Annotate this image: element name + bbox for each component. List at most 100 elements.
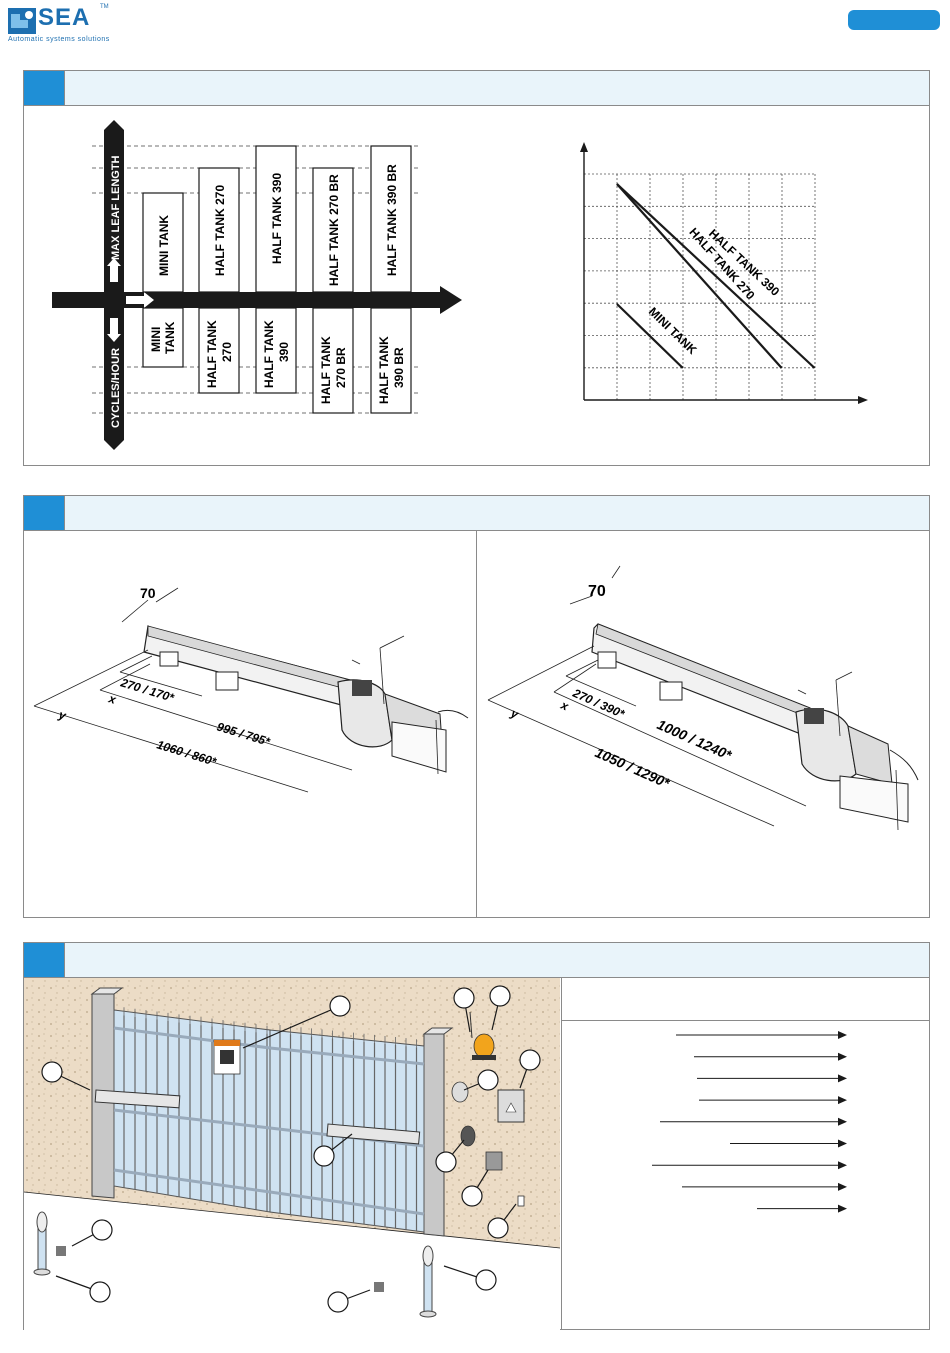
callout-circle [461,1185,483,1207]
section-number-badge [24,71,65,105]
operator-drawing-right: 70 270 / 390* x y 1000 / 1240* 1050 / 12… [487,565,919,831]
switch-icon [517,1195,525,1207]
cable [437,709,469,719]
bar-label: HALF TANK [377,336,391,404]
up-arrow-head [104,120,124,140]
arrow-right-icon [838,1182,847,1191]
bar-half-tank-270-br [312,167,354,293]
bar-label: HALF TANK 270 BR [327,174,341,286]
bar-label: HALF TANK [319,336,333,404]
sea-logo [8,6,118,46]
arrow-right-icon [838,1031,847,1039]
reflector-icon [374,1282,384,1292]
flashing-light-icon [473,1033,495,1059]
bar-mini-tank-cycles [142,307,184,368]
bar-label: 270 [220,342,234,362]
gate-operator-right [326,1123,421,1145]
brand-name: SEA [38,4,91,31]
width-dimension: 70 [140,585,156,601]
callout-circle [435,1151,457,1173]
arrow-right-icon [838,1139,847,1148]
horizontal-arrow [52,286,462,314]
arrow-right-icon [838,1161,847,1170]
callout-circle [477,1069,499,1091]
bar-half-tank-390-cycles [255,307,297,394]
cable [889,749,919,781]
bar-label: 390 BR [392,347,406,388]
bar-half-tank-270-cycles [198,307,240,394]
bar-label: 270 BR [334,347,348,388]
bar-label: MINI [149,327,163,352]
photocell-icon [451,1081,469,1103]
bar-half-tank-390-br-cycles [370,307,412,414]
arrow-right-icon [838,1117,847,1126]
operator-drawing-left: 70 270 / 170* x y 995 / 795* 1060 / 860* [33,585,469,793]
bar-label: HALF TANK [205,320,219,388]
callout-circle [327,1291,349,1313]
callout-circle [489,985,511,1007]
callout-circle [89,1281,111,1303]
down-arrow-head [104,430,124,450]
upper-bars: MINI TANK HALF TANK 270 HALF TANK 390 HA… [142,145,412,293]
rear-bracket [391,721,447,773]
keypad-icon [485,1151,503,1171]
section-number-badge [24,943,65,977]
release-lever [804,708,824,724]
down-arrow-shaft [104,308,124,430]
callout-circle [313,1145,335,1167]
bar-label: TANK [163,321,177,354]
small-down-arrow-icon [107,318,121,342]
trademark-mark: TM [100,4,109,10]
bar-label: HALF TANK [262,320,276,388]
key-selector-icon [460,1125,476,1147]
bar-label: HALF TANK 270 [213,185,227,276]
small-up-arrow-icon [107,258,121,282]
section-header-bar [24,496,929,531]
series-line [616,183,783,369]
bar-label: HALF TANK 390 [270,173,284,264]
front-bracket [215,671,239,691]
leaf-length-cycles-diagram: MAX LEAF LENGTH CYCLES/HOUR MINI TANK HA… [52,120,462,450]
bar-label: HALF TANK 390 BR [385,164,399,276]
callout-markers [41,985,541,1313]
arrow-right-icon [838,1074,847,1083]
dimension-drawings: 70 270 / 170* x y 995 / 795* 1060 / 860*… [33,565,919,831]
legend-header-divider [561,1020,930,1021]
bar-mini-tank [142,192,184,293]
callout-circle [475,1269,497,1291]
lower-bars: MINI TANK HALF TANK 270 HALF TANK 390 HA… [142,307,412,414]
callout-circle [41,1061,63,1083]
front-bracket [159,651,179,667]
rear-bracket [839,775,909,823]
arrow-right-icon [838,1096,847,1105]
section-number-badge [24,496,65,530]
bar-label: MINI TANK [157,215,171,276]
axis-max-leaf-length: MAX LEAF LENGTH [110,155,122,260]
arrow-right-icon [838,1052,847,1061]
callout-circle [453,987,475,1009]
chart-x-axis-arrow-icon [858,396,868,404]
section-header-bar [24,943,929,978]
sea-logo-mark-icon [8,8,36,34]
front-bracket [659,681,683,701]
section-divider [476,530,477,918]
section-divider [561,977,562,1330]
axis-cycles-hour: CYCLES/HOUR [110,348,122,428]
arrow-right-icon [838,1204,847,1213]
series-line [616,183,816,369]
chart-y-axis-arrow-icon [580,142,588,152]
legend-arrows [652,1031,847,1213]
callout-circle [519,1049,541,1071]
bar-half-tank-270 [198,167,240,293]
page-tab-pill [848,10,940,30]
brand-tagline: Automatic systems solutions [8,36,110,43]
reflector-icon [56,1246,66,1256]
gate-operator-left [94,1089,181,1109]
release-lever [352,680,372,696]
callout-circle [329,995,351,1017]
section-header-bar [24,71,929,106]
small-right-arrow-icon [126,292,154,308]
width-dimension: 70 [588,583,606,600]
